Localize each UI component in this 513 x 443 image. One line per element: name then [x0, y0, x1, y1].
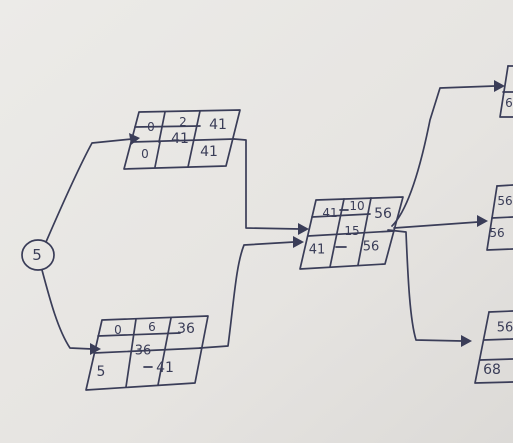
lower-lf: 41	[156, 360, 174, 376]
start-node: 5	[21, 239, 55, 271]
upper-ef: 41	[209, 117, 227, 133]
start-node-label: 5	[32, 246, 42, 264]
activity-right-mid: 56 56	[486, 184, 513, 251]
arrow-lower-to-middle	[199, 236, 304, 349]
middle-duration: 10	[349, 199, 364, 213]
lower-ef: 36	[177, 321, 195, 337]
arrow-middle-to-right-top	[391, 80, 505, 227]
activity-upper: 0 2 41 41 0 41	[123, 109, 241, 170]
upper-es: 0	[147, 120, 155, 134]
upper-ls: 0	[141, 147, 149, 161]
middle-es: 41	[322, 206, 337, 220]
lower-center: 36	[135, 344, 152, 359]
upper-center: 41	[171, 131, 189, 147]
middle-center: 15	[344, 224, 359, 238]
activity-lower: 0 6 36 36 5 41	[85, 315, 209, 391]
activity-right-bottom: 56 68	[474, 310, 513, 384]
right-bottom-partial-bottom: 68	[483, 362, 501, 378]
upper-duration: 2	[179, 115, 187, 129]
right-mid-partial-top: 56	[497, 194, 512, 208]
arrow-upper-to-middle	[233, 138, 309, 235]
middle-ef: 56	[374, 206, 392, 222]
lower-es: 0	[114, 323, 122, 337]
activity-right-top: 6	[499, 65, 513, 118]
lower-ls: 5	[97, 364, 106, 380]
arrow-middle-to-right-bottom	[387, 229, 472, 347]
right-bottom-partial-top: 56	[497, 321, 513, 336]
upper-lf: 41	[200, 144, 218, 160]
middle-lf: 56	[363, 240, 380, 255]
right-top-partial: 6	[505, 96, 513, 110]
middle-ls: 41	[309, 243, 326, 258]
arrow-middle-to-right-mid	[393, 215, 488, 229]
right-mid-partial-bottom: 56	[489, 226, 504, 240]
activity-middle: 41 10 56 15 41 56	[299, 196, 404, 270]
lower-duration: 6	[148, 320, 156, 334]
